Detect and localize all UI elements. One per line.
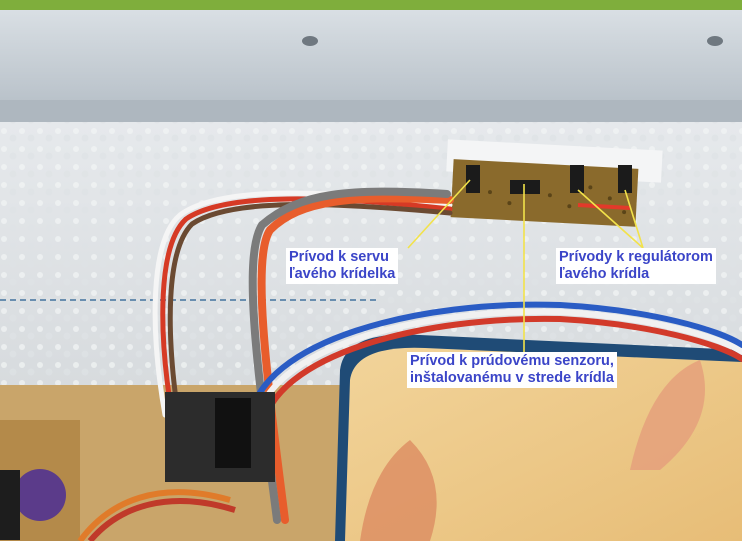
wing-skin — [0, 10, 742, 108]
pcb-board — [450, 159, 639, 227]
regulator-leads-line2: ľavého krídla — [559, 266, 650, 282]
servo-lead-label: Prívod k servu ľavého krídelka — [286, 248, 399, 284]
regulator-leads-line1: Prívody k regulátorom — [559, 249, 713, 265]
servo-lead-line2: ľavého krídelka — [289, 266, 396, 282]
regulator-leads-label: Prívody k regulátorom ľavého krídla — [556, 248, 716, 284]
servo-lead-line1: Prívod k servu — [289, 249, 389, 265]
current-sensor-lead-label: Prívod k prúdovému senzoru, inštalovaném… — [407, 352, 617, 388]
current-sensor-lead-line2: inštalovanému v strede krídla — [410, 370, 614, 386]
current-sensor-lead-line1: Prívod k prúdovému senzoru, — [410, 353, 614, 369]
leader-lines — [407, 179, 644, 352]
cushion — [345, 347, 742, 541]
